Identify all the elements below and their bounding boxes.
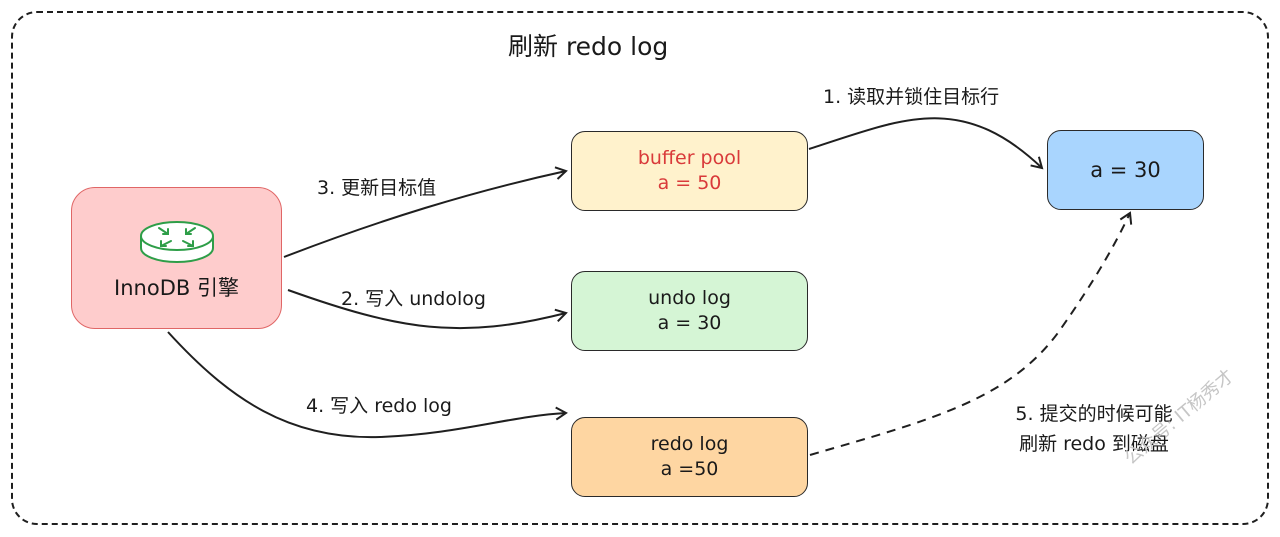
buffer-pool-title: buffer pool <box>637 147 742 169</box>
step2-label: 2. 写入 undolog <box>341 288 486 310</box>
disk-row-value: a = 30 <box>1090 157 1161 182</box>
arrow-step3 <box>283 166 568 258</box>
router-icon <box>139 220 214 263</box>
disk-row-box: a = 30 <box>1047 130 1204 210</box>
diagram-title: 刷新 redo log <box>508 32 669 61</box>
undo-log-title: undo log <box>648 287 731 309</box>
step5-line1: 5. 提交的时候可能 <box>1015 403 1173 425</box>
step5-label: 5. 提交的时候可能 刷新 redo 到磁盘 <box>1000 399 1188 459</box>
diagram-frame <box>11 11 1269 525</box>
redo-log-box: redo log a =50 <box>571 417 808 497</box>
undo-log-value: a = 30 <box>657 312 722 334</box>
step3-label: 3. 更新目标值 <box>317 177 437 199</box>
buffer-pool-value: a = 50 <box>657 172 722 194</box>
arrow-step4 <box>167 331 568 439</box>
step1-label: 1. 读取并锁住目标行 <box>823 86 1000 108</box>
step5-line2: 刷新 redo 到磁盘 <box>1019 433 1169 455</box>
engine-label: InnoDB 引擎 <box>114 275 239 300</box>
redo-log-title: redo log <box>650 433 729 455</box>
step4-label: 4. 写入 redo log <box>306 395 452 417</box>
arrow-step2 <box>287 289 568 330</box>
buffer-pool-box: buffer pool a = 50 <box>571 131 808 211</box>
undo-log-box: undo log a = 30 <box>571 271 808 351</box>
innodb-engine-box: InnoDB 引擎 <box>71 187 282 329</box>
redo-log-value: a =50 <box>660 458 719 480</box>
arrow-step1 <box>808 117 1044 170</box>
arrow-step5 <box>809 211 1133 456</box>
